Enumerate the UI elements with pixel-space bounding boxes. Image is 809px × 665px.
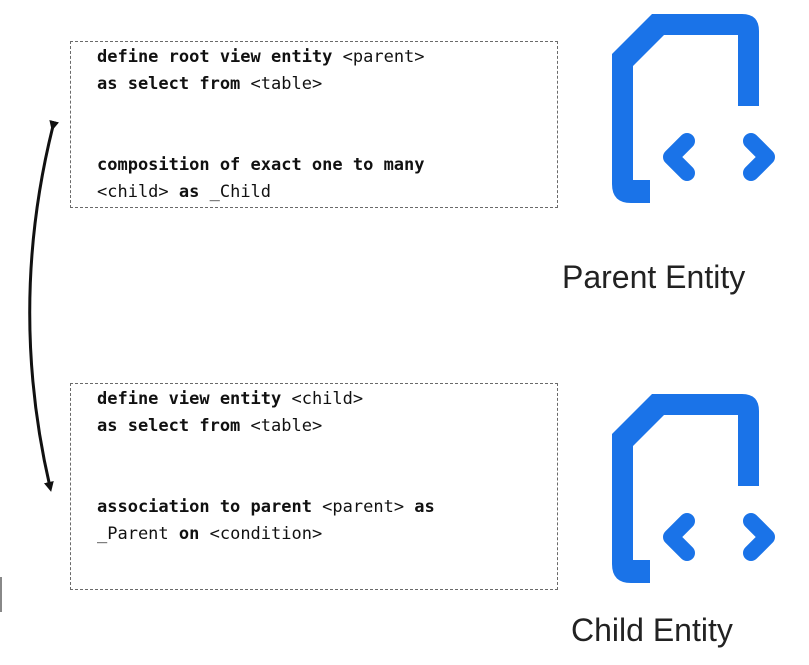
code-keyword: on bbox=[168, 524, 200, 544]
blank-line bbox=[97, 440, 557, 467]
code-file-icon bbox=[612, 14, 775, 203]
code-placeholder: _Parent bbox=[97, 524, 169, 544]
code-keyword: as select from bbox=[97, 416, 241, 436]
parent-entity-label: Parent Entity bbox=[562, 259, 746, 295]
code-keyword: association to parent bbox=[97, 497, 312, 517]
code-placeholder: <parent> bbox=[332, 47, 425, 67]
code-line: define root view entity <parent> bbox=[97, 44, 557, 71]
parent-code-box: define root view entity <parent>as selec… bbox=[70, 41, 558, 208]
code-keyword: as bbox=[404, 497, 435, 517]
code-line: <child> as _Child bbox=[97, 179, 557, 206]
code-line: composition of exact one to many bbox=[97, 152, 557, 179]
code-keyword: as select from bbox=[97, 74, 241, 94]
code-placeholder: <table> bbox=[240, 74, 323, 94]
code-placeholder: <condition> bbox=[199, 524, 323, 544]
code-placeholder: <child> bbox=[281, 389, 364, 409]
blank-line bbox=[97, 98, 557, 125]
code-line: association to parent <parent> as bbox=[97, 494, 557, 521]
child-entity-label: Child Entity bbox=[571, 612, 733, 648]
blank-line bbox=[97, 125, 557, 152]
code-file-icon bbox=[612, 394, 775, 583]
code-keyword: define root view entity bbox=[97, 47, 333, 67]
code-line: define view entity <child> bbox=[97, 386, 557, 413]
code-keyword: composition of exact one to many bbox=[97, 155, 425, 175]
code-placeholder: <parent> bbox=[311, 497, 405, 517]
code-placeholder: _Child bbox=[199, 182, 272, 202]
code-line: as select from <table> bbox=[97, 71, 557, 98]
code-keyword: as bbox=[168, 182, 200, 202]
blank-line bbox=[97, 467, 557, 494]
code-line: as select from <table> bbox=[97, 413, 557, 440]
code-line: _Parent on <condition> bbox=[97, 521, 557, 548]
child-code-lines: define view entity <child>as select from… bbox=[97, 386, 557, 548]
arrow-path bbox=[28, 119, 60, 492]
parent-code-lines: define root view entity <parent>as selec… bbox=[97, 44, 557, 206]
code-placeholder: <table> bbox=[240, 416, 323, 436]
code-placeholder: <child> bbox=[97, 182, 169, 202]
child-code-box: define view entity <child>as select from… bbox=[70, 383, 558, 590]
code-keyword: define view entity bbox=[97, 389, 282, 409]
edge-mark bbox=[0, 577, 2, 612]
